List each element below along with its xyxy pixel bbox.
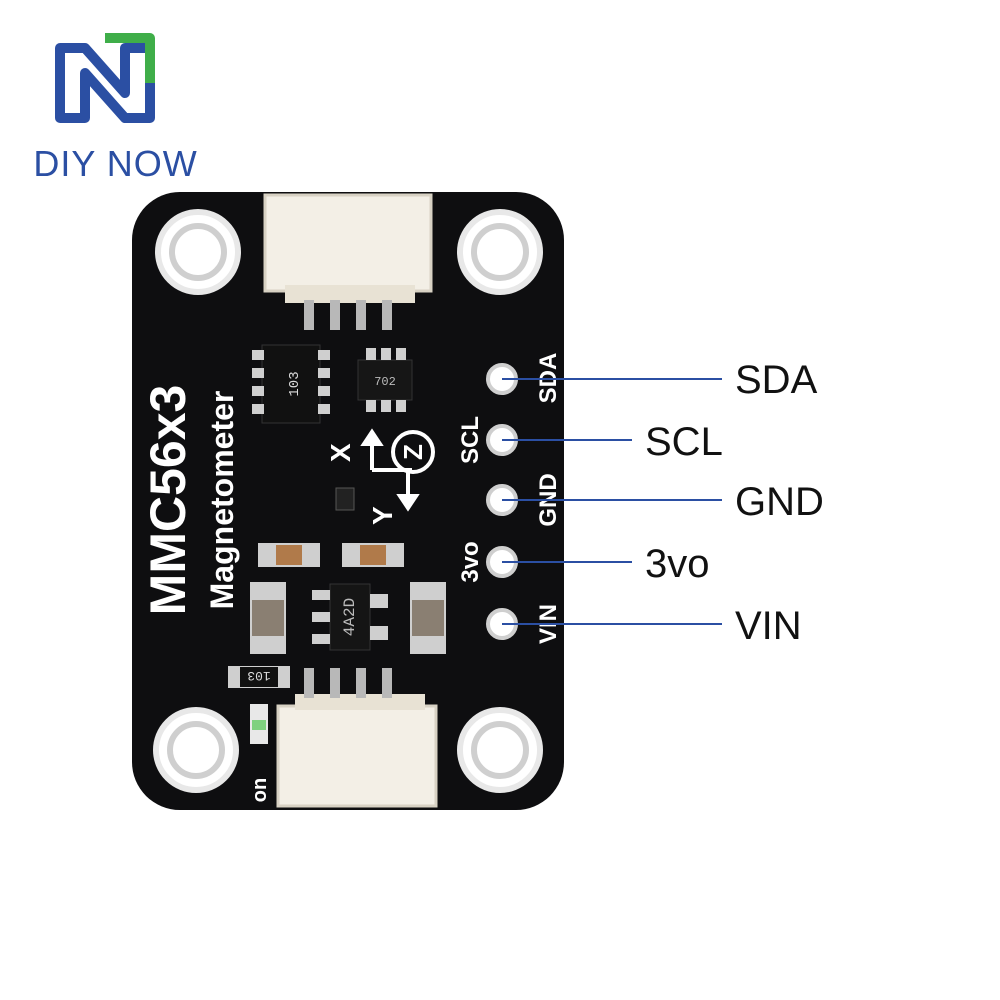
mounting-hole: [153, 707, 239, 793]
callout-label-gnd: GND: [735, 480, 824, 524]
mounting-hole: [457, 707, 543, 793]
axis-y-label: Y: [367, 506, 398, 525]
axis-z-symbol: [391, 430, 435, 474]
capacitor: [342, 543, 404, 567]
callout-lines: [502, 378, 722, 625]
brand-logo: DIY NOW: [28, 28, 203, 188]
resistor-array-chip: [252, 344, 330, 424]
brand-name: DIY NOW: [33, 143, 198, 184]
resistor: [228, 666, 290, 688]
pin-silk-scl: SCL: [457, 416, 484, 464]
callout-label-scl: SCL: [645, 420, 723, 464]
top-stemma-connector: [263, 193, 433, 330]
axis-x-label: X: [325, 443, 356, 462]
power-led: [250, 704, 268, 744]
mounting-hole: [457, 209, 543, 295]
voltage-regulator-chip: [312, 583, 388, 651]
callout-label-3vo: 3vo: [645, 542, 710, 586]
capacitor: [258, 543, 320, 567]
callout-label-sda: SDA: [735, 358, 818, 402]
brand-logo-icon: [55, 33, 155, 123]
capacitor: [410, 582, 446, 654]
magnetometer-sensor: [335, 487, 355, 511]
mounting-hole: [155, 209, 241, 295]
chip-marking: 702: [374, 375, 396, 389]
board-title: MMC56x3: [140, 385, 196, 616]
led-label: on: [249, 778, 271, 802]
chip-marking: 103: [287, 371, 303, 396]
capacitor: [250, 582, 286, 654]
axis-z-label: Z: [398, 444, 428, 460]
callout-label-vin: VIN: [735, 604, 802, 648]
transistor-chip: [357, 348, 413, 412]
chip-marking: 4A2D: [341, 598, 359, 636]
chip-marking: 103: [247, 668, 270, 683]
axis-arrows: [360, 428, 420, 512]
board-subtitle: Magnetometer: [204, 391, 240, 610]
bottom-stemma-connector: [276, 668, 438, 808]
pin-silk-3vo: 3vo: [457, 541, 484, 582]
